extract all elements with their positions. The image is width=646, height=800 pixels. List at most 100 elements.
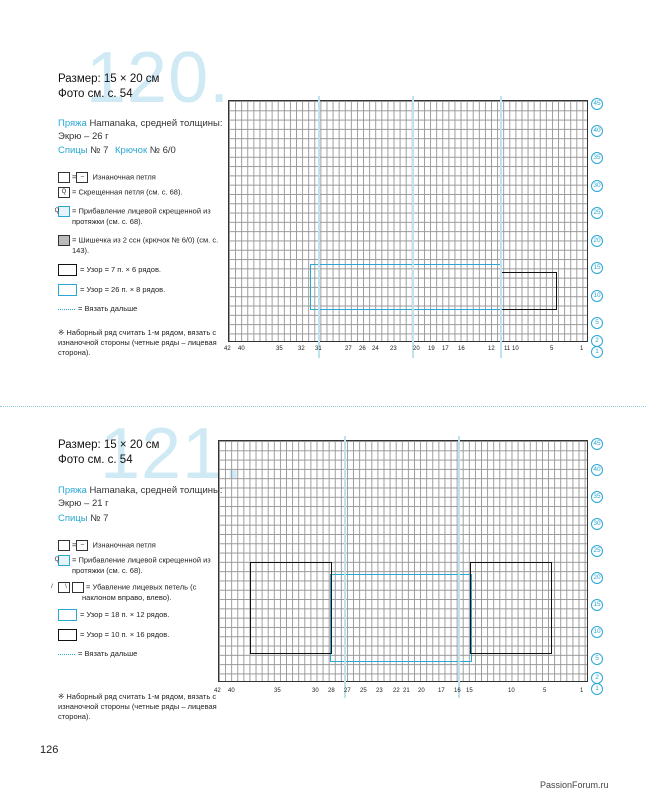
col-label: 24 [372, 346, 379, 352]
row-label: 30 [591, 180, 603, 192]
pattern-120-note: ※ Наборный ряд считать 1-м рядом, вязать… [58, 328, 217, 357]
column-guide [412, 96, 414, 358]
row-label: 40 [591, 125, 603, 137]
col-label: 28 [328, 688, 335, 694]
legend-item: /\= Убавление лицевых петель (с наклоном… [51, 582, 197, 602]
col-label: 1 [580, 688, 584, 694]
legend-item: Q= Скрещенная петля (см. с. 68). [58, 187, 228, 198]
pattern-121-size: Размер: 15 × 20 см [58, 439, 160, 451]
pattern-120-col-labels: 42 40 35 32 31 27 26 24 23 20 19 17 16 1… [224, 346, 586, 356]
col-label: 20 [413, 346, 420, 352]
col-label: 23 [390, 346, 397, 352]
col-label: 17 [438, 688, 445, 694]
column-guide [344, 436, 346, 698]
legend-item: = Вязать дальше [58, 649, 223, 659]
col-label: 30 [312, 688, 319, 694]
black-box-icon [58, 629, 77, 641]
pattern-120-row-labels: 45 40 35 30 25 20 15 10 5 2 1 [591, 98, 605, 358]
col-label: 16 [458, 346, 465, 352]
pattern-120-chart [228, 100, 588, 342]
row-label: 15 [591, 599, 603, 611]
row-label: 40 [591, 464, 603, 476]
column-guide [458, 436, 460, 698]
col-label: 10 [512, 346, 519, 352]
yarn-text: Hamanaka, средней толщины: [89, 118, 223, 129]
col-label: 23 [376, 688, 383, 694]
pattern-121-tools: Спицы № 7 [58, 513, 108, 525]
pattern-120-size: Размер: 15 × 20 см [58, 73, 160, 85]
pattern-120-yarn: Пряжа Hamanaka, средней толщины: [58, 118, 223, 130]
pattern-121-row-labels: 45 40 35 30 25 20 15 10 5 2 1 [591, 438, 605, 698]
pattern-120-blue-repeat [310, 264, 502, 310]
col-label: 20 [418, 688, 425, 694]
row-label: 35 [591, 152, 603, 164]
col-label: 21 [403, 688, 410, 694]
hook-value: № 6/0 [149, 145, 176, 156]
row-label: 1 [591, 346, 603, 358]
pattern-120-legend: =– Изнаночная петля Q= Скрещенная петля … [55, 172, 228, 314]
column-guide [500, 96, 502, 358]
page-number: 126 [40, 744, 59, 756]
col-label: 12 [488, 346, 495, 352]
decrease-icon: / [51, 582, 70, 593]
col-label: 17 [442, 346, 449, 352]
pattern-121-legend: =– Изнаночная петля Q= Прибавление лицев… [51, 540, 223, 659]
pattern-121-yarn: Пряжа Hamanaka, средней толщины: [58, 485, 223, 497]
legend-item: = Вязать дальше [58, 304, 228, 314]
col-label: 22 [393, 688, 400, 694]
pattern-121-col-labels: 42 40 35 30 28 27 25 23 22 21 20 17 16 1… [214, 688, 586, 698]
yarn-text: Hamanaka, средней толщины: [89, 485, 223, 496]
legend-item: = Узор = 10 п. × 16 рядов. [58, 629, 223, 641]
increase-icon: Q [55, 206, 70, 217]
col-label: 5 [550, 346, 554, 352]
increase-icon: Q [55, 555, 70, 566]
pattern-121-yarn-color: Экрю – 21 г [58, 498, 109, 509]
row-label: 45 [591, 98, 603, 110]
purl-icon: – [76, 540, 89, 551]
dotted-line-icon [58, 653, 75, 655]
col-label: 27 [344, 688, 351, 694]
needles-label: Спицы [58, 145, 88, 156]
col-label: 25 [360, 688, 367, 694]
section-divider [0, 406, 646, 407]
row-label: 10 [591, 626, 603, 638]
watermark: PassionForum.ru [540, 780, 609, 790]
legend-item: = Узор = 26 п. × 8 рядов. [58, 284, 228, 296]
row-label: 30 [591, 518, 603, 530]
row-label: 5 [591, 653, 603, 665]
yarn-label: Пряжа [58, 485, 87, 496]
pattern-121-blue-repeat [330, 574, 472, 662]
pattern-120-tools: Спицы № 7 Крючок № 6/0 [58, 145, 176, 157]
pattern-120-number: 120. [86, 38, 231, 118]
col-label: 35 [276, 346, 283, 352]
decrease-icon: \ [65, 582, 84, 593]
hook-label: Крючок [115, 145, 148, 156]
needles-value: № 7 [90, 145, 109, 156]
bobble-icon [58, 235, 70, 246]
col-label: 42 [214, 688, 221, 694]
blue-box-icon [58, 284, 77, 296]
row-label: 20 [591, 572, 603, 584]
legend-item: = Шишечка из 2 ссн (крючок № 6/0) (см. с… [58, 235, 228, 256]
row-label: 25 [591, 207, 603, 219]
row-label: 35 [591, 491, 603, 503]
purl-icon: – [76, 172, 89, 183]
pattern-120-photo: Фото см. с. 54 [58, 88, 133, 100]
col-label: 32 [298, 346, 305, 352]
col-label: 35 [274, 688, 281, 694]
legend-item: = Узор = 7 п. × 6 рядов. [58, 264, 228, 276]
col-label: 19 [428, 346, 435, 352]
legend-item: =– Изнаночная петля [58, 172, 228, 183]
row-label: 45 [591, 438, 603, 450]
crossed-stitch-icon: Q [58, 187, 70, 198]
purl-icon [58, 172, 70, 183]
row-label: 5 [591, 317, 603, 329]
col-label: 15 [466, 688, 473, 694]
row-label: 10 [591, 290, 603, 302]
pattern-121-photo: Фото см. с. 54 [58, 454, 133, 466]
col-label: 5 [543, 688, 547, 694]
col-label: 10 [508, 688, 515, 694]
col-label: 1 [580, 346, 584, 352]
col-label: 26 [359, 346, 366, 352]
pattern-120-black-repeat [500, 272, 557, 310]
